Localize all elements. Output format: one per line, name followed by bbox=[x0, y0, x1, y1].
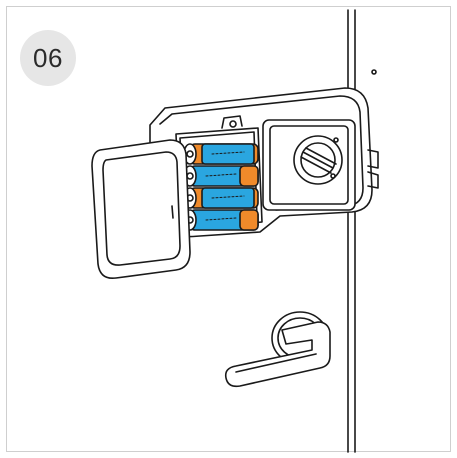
door-edge bbox=[347, 9, 377, 453]
battery-4 bbox=[183, 209, 259, 231]
battery-1 bbox=[183, 143, 259, 165]
step-number-badge: 06 bbox=[20, 30, 76, 86]
battery-3 bbox=[183, 187, 259, 209]
battery-cover bbox=[91, 139, 191, 280]
battery-stack bbox=[183, 143, 259, 231]
step-number: 06 bbox=[33, 42, 63, 73]
battery-2 bbox=[183, 165, 259, 187]
lock-housing bbox=[149, 87, 379, 238]
lever-handle bbox=[224, 311, 331, 388]
panel-frame bbox=[6, 6, 451, 452]
